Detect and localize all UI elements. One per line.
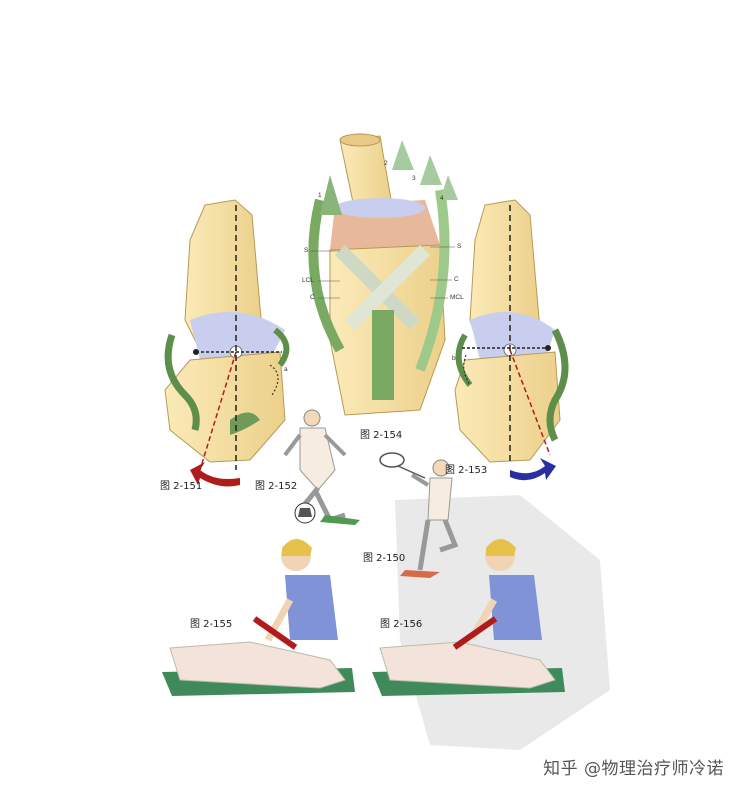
tibia-bone	[164, 351, 286, 463]
arm	[410, 473, 430, 487]
label-arrow-1: 1	[318, 192, 322, 199]
arrow-up-2	[392, 140, 414, 170]
ligament-band-right	[273, 327, 290, 367]
label-b: b	[452, 355, 456, 362]
pivot-point	[545, 345, 551, 351]
therapist-shirt	[285, 575, 338, 640]
leg	[439, 519, 459, 553]
therapist-shirt	[489, 575, 542, 640]
caption-fig-156: 图 2-156	[380, 619, 423, 630]
fig-150-tennis-player	[379, 452, 459, 578]
arrow-up-4	[440, 175, 458, 200]
twisting-arrow	[230, 412, 260, 435]
court-patch	[400, 570, 440, 578]
lateral-ligament	[308, 198, 345, 353]
head	[432, 459, 450, 477]
therapist-hair	[282, 539, 312, 556]
tibia-bone	[454, 351, 561, 463]
label-c-left: C	[310, 294, 315, 301]
red-rotation-arrow	[190, 462, 240, 487]
fig-155-therapy-scene	[162, 539, 355, 696]
blue-rotation-arrow	[510, 458, 556, 481]
label-c-right: C	[454, 276, 459, 283]
femur-cartilage	[190, 312, 285, 360]
ligament-band	[455, 333, 473, 387]
caption-fig-152: 图 2-152	[255, 481, 298, 492]
fig-152-soccer-player	[283, 409, 360, 525]
racket-head	[379, 452, 405, 468]
watermark-text: 知乎 @物理治疗师冷诺	[543, 759, 724, 779]
fig-154-ligament-diagram	[308, 133, 458, 416]
cruciate-ligament-b	[345, 245, 430, 330]
torso	[299, 427, 336, 491]
caption-fig-151: 图 2-151	[160, 481, 203, 492]
leg	[417, 519, 431, 571]
head	[303, 409, 321, 427]
arrow-up-1	[320, 175, 342, 215]
pivot-point	[193, 349, 199, 355]
caption-fig-150: 图 2-150	[363, 553, 406, 564]
torso	[427, 477, 453, 521]
label-s-left: S	[304, 247, 309, 254]
fig-156-therapy-scene	[372, 539, 565, 696]
femur-shaft-top	[339, 133, 381, 147]
label-arrow-4: 4	[440, 195, 444, 202]
label-a: a	[284, 366, 288, 373]
red-band	[452, 616, 498, 650]
fig-153-knee-diagram	[454, 199, 569, 481]
arm	[323, 433, 347, 457]
red-band	[252, 616, 298, 650]
arrow-up-3	[420, 155, 442, 185]
central-ligament	[372, 310, 394, 400]
fig-151-knee-diagram	[164, 199, 290, 487]
patient-leg	[169, 641, 346, 689]
label-lcl: LCL	[302, 277, 314, 284]
label-arrow-2: 2	[384, 160, 388, 167]
therapist-hair	[486, 539, 516, 556]
ligament-band-right	[546, 328, 569, 442]
label-mcl: MCL	[450, 294, 464, 301]
angle-arc	[463, 354, 471, 386]
label-arrow-3: 3	[412, 175, 416, 182]
caption-fig-154: 图 2-154	[360, 430, 403, 441]
ligament-band	[164, 333, 200, 431]
racket-handle	[397, 465, 426, 479]
arm	[283, 433, 302, 457]
grass-patch	[320, 515, 360, 525]
caption-fig-155: 图 2-155	[190, 619, 233, 630]
leg	[312, 488, 346, 524]
cartilage-disc	[335, 198, 425, 218]
rotated-axis-line	[199, 351, 237, 471]
ball-patch	[298, 508, 312, 517]
caption-fig-153: 图 2-153	[445, 465, 488, 476]
label-s-right: S	[457, 243, 462, 250]
rotated-axis-line	[509, 349, 551, 456]
